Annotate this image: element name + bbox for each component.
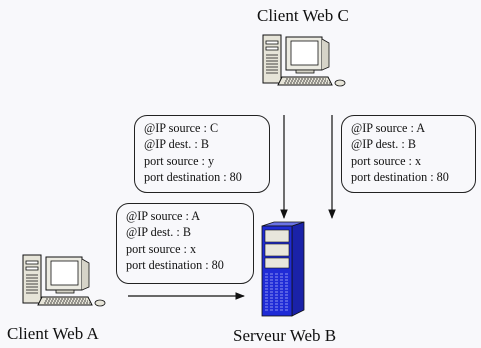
client-c-label: Client Web C [257, 6, 349, 25]
packet-port-source: port source : y [144, 153, 215, 168]
desktop-computer-icon [22, 254, 106, 307]
packet-port-dest: port destination : 80 [126, 258, 224, 273]
packet-ip-dest: @IP dest. : B [144, 137, 209, 152]
server-b-label: Serveur Web B [233, 326, 337, 345]
packet-box-a-to-b-left: @IP source : A @IP dest. : B port source… [116, 203, 254, 284]
packet-port-dest: port destination : 80 [144, 170, 242, 185]
server-tower-icon [261, 221, 305, 317]
packet-ip-source: @IP source : C [144, 121, 219, 135]
desktop-computer-icon [262, 34, 346, 87]
packet-ip-source: @IP source : A [126, 209, 201, 223]
packet-port-source: port source : x [351, 153, 422, 168]
packet-ip-source: @IP source : A [351, 121, 426, 135]
packet-box-c-to-b: @IP source : C @IP dest. : B port source… [134, 115, 270, 193]
packet-ip-dest: @IP dest. : B [126, 225, 191, 240]
packet-box-a-to-b-top: @IP source : A @IP dest. : B port source… [341, 115, 476, 193]
client-a-label: Client Web A [7, 324, 99, 343]
packet-ip-dest: @IP dest. : B [351, 137, 416, 152]
packet-port-source: port source : x [126, 241, 197, 256]
packet-port-dest: port destination : 80 [351, 170, 449, 185]
